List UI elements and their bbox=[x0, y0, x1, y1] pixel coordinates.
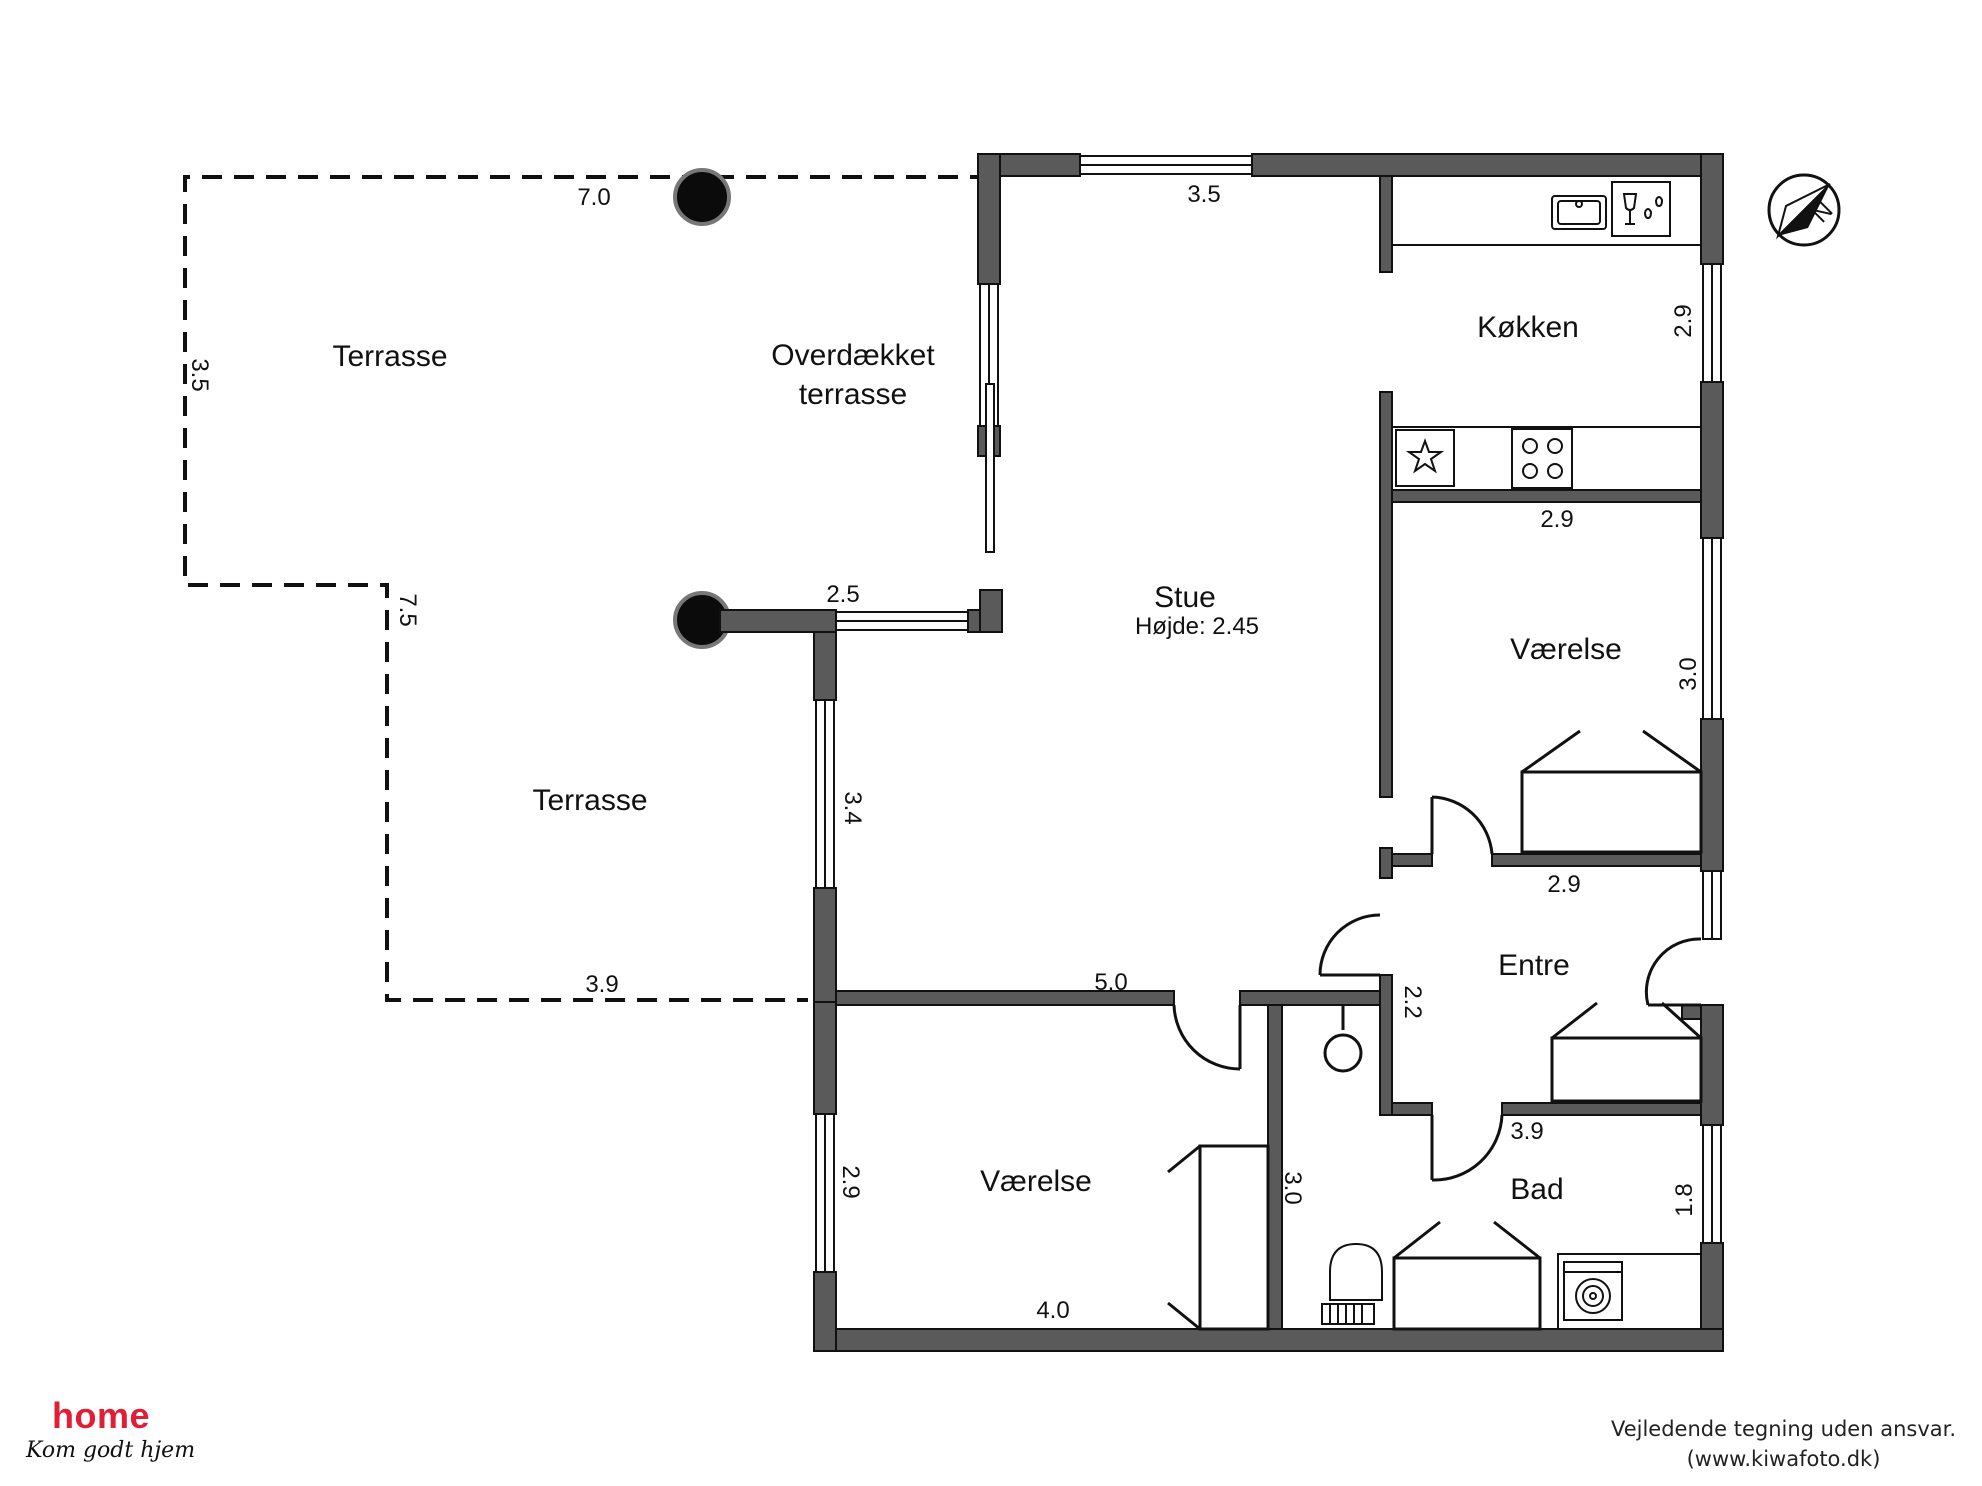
dim-bad-top: 3.9 bbox=[1510, 1118, 1543, 1145]
disclaimer-line2: (www.kiwafoto.dk) bbox=[1686, 1447, 1881, 1471]
logo-slogan: Kom godt hjem bbox=[26, 1438, 196, 1463]
oven-icon bbox=[1395, 429, 1455, 487]
dim-vaerelse-bottom-width: 4.0 bbox=[1036, 1297, 1069, 1324]
room-label-stue: Stue bbox=[1154, 581, 1216, 614]
windows bbox=[815, 155, 1722, 1273]
room-label-overdaekket-line2: terrasse bbox=[799, 378, 907, 411]
disclaimer: Vejledende tegning uden ansvar. (www.kiw… bbox=[1611, 1414, 1956, 1474]
wardrobe-vaerelse-bottom bbox=[1167, 1144, 1270, 1331]
compass-icon: N bbox=[1767, 173, 1841, 247]
dim-entre-left: 2.2 bbox=[1399, 985, 1426, 1018]
sliding-door bbox=[985, 383, 995, 553]
room-label-vaerelse-right: Værelse bbox=[1510, 633, 1622, 666]
room-labels: Terrasse Overdækket terrasse Køkken Stue… bbox=[332, 311, 1621, 1206]
wardrobe-bad bbox=[1392, 1220, 1542, 1331]
dim-stue-window-top: 3.5 bbox=[1187, 181, 1220, 208]
dim-koekken-right: 2.9 bbox=[1670, 304, 1697, 337]
room-label-vaerelse-bottom: Værelse bbox=[980, 1165, 1092, 1198]
wardrobe-vaerelse-right bbox=[1520, 729, 1703, 854]
dim-terrasse-bottom-width: 3.9 bbox=[585, 971, 618, 998]
room-label-terrasse-top: Terrasse bbox=[332, 340, 447, 373]
stove-icon bbox=[1511, 428, 1573, 489]
toilet-icon bbox=[1321, 1242, 1383, 1325]
dim-stue-window-left: 2.5 bbox=[826, 581, 859, 608]
dim-koekken-bottom: 2.9 bbox=[1540, 506, 1573, 533]
doors bbox=[1172, 795, 1702, 1182]
room-label-entre: Entre bbox=[1498, 949, 1570, 982]
room-label-terrasse-bottom: Terrasse bbox=[532, 784, 647, 817]
kitchen-counter-top bbox=[1391, 175, 1702, 246]
room-label-koekken: Køkken bbox=[1477, 311, 1579, 344]
dim-terrasse-height: 3.5 bbox=[186, 358, 213, 391]
dim-stue-wall-bottom: 5.0 bbox=[1094, 969, 1127, 996]
dim-vaerelse-right-bottom: 2.9 bbox=[1547, 871, 1580, 898]
dim-terrasse-step: 7.5 bbox=[394, 593, 421, 626]
terrace-outline bbox=[183, 175, 990, 1002]
disclaimer-line1: Vejledende tegning uden ansvar. bbox=[1610, 1417, 1956, 1441]
wardrobe-entre bbox=[1550, 1001, 1703, 1103]
dimension-labels: 7.0 3.5 7.5 3.9 3.5 2.5 3.4 5.0 2.9 2.9 … bbox=[186, 181, 1702, 1324]
dim-wc-left: 3.0 bbox=[1279, 1171, 1306, 1204]
washing-machine-icon bbox=[1563, 1261, 1623, 1321]
terrace-post-top bbox=[673, 168, 731, 226]
sink-icon bbox=[1551, 195, 1607, 230]
dim-stue-wall-left: 3.4 bbox=[839, 791, 866, 824]
dim-terrasse-top-width: 7.0 bbox=[577, 184, 610, 211]
room-label-overdaekket-line1: Overdækket bbox=[771, 339, 935, 372]
room-label-bad: Bad bbox=[1510, 1173, 1563, 1206]
logo-name: home bbox=[52, 1395, 151, 1436]
dim-bad-right: 1.8 bbox=[1671, 1183, 1698, 1216]
dishwasher-icon bbox=[1611, 181, 1671, 237]
room-label-stue-height: Højde: 2.45 bbox=[1135, 613, 1259, 640]
dim-vaerelse-right-height: 3.0 bbox=[1675, 657, 1702, 690]
dim-vaerelse-bottom-left: 2.9 bbox=[837, 1165, 864, 1198]
washbasin-icon bbox=[1323, 1005, 1363, 1073]
home-logo: home Kom godt hjem bbox=[26, 1396, 206, 1464]
